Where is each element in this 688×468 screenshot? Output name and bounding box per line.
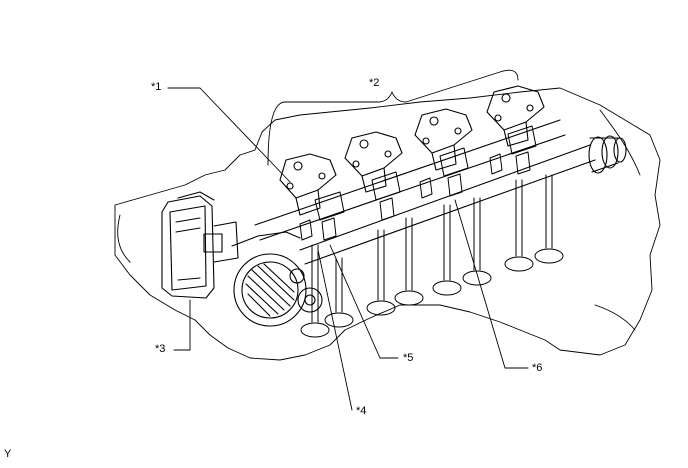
callout-label-1: *1 [151, 81, 162, 93]
camshaft-left [254, 119, 566, 241]
corner-mark: Y [4, 448, 12, 460]
callout-label-5: *5 [403, 352, 414, 364]
rocker-arms [299, 125, 537, 241]
leader-5 [329, 244, 399, 359]
timing-cover [231, 231, 323, 327]
camshaft-right [299, 144, 596, 265]
bearing-cap-2 [344, 131, 403, 193]
callout-label-6: *6 [532, 362, 543, 374]
bracket-2 [267, 69, 519, 166]
leader-3 [173, 299, 191, 351]
callout-label-3: *3 [155, 343, 166, 355]
leader-1 [167, 87, 291, 183]
bearing-cap-1 [279, 153, 337, 216]
cam-gear [588, 135, 627, 174]
leader-lines [167, 69, 529, 411]
engine-block-outline [114, 87, 661, 361]
leader-4 [317, 249, 353, 411]
bearing-cap-4 [486, 85, 545, 147]
valves [300, 174, 564, 338]
leader-6 [454, 199, 529, 369]
throttle-body [161, 191, 239, 299]
callout-label-2: *2 [369, 77, 380, 89]
bearing-cap-3 [414, 108, 473, 171]
callout-label-4: *4 [356, 405, 367, 417]
